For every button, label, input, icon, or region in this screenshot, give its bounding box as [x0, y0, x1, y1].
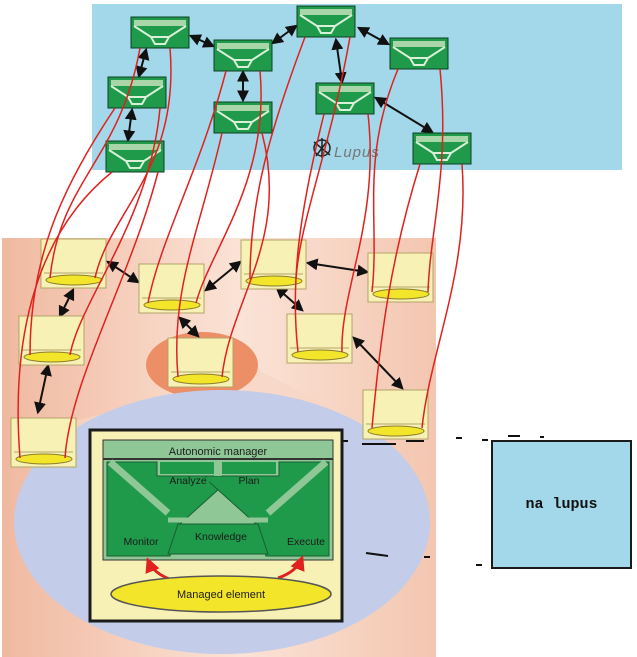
managed-element	[110, 575, 332, 613]
lupus-logo-icon	[313, 138, 331, 158]
plan-label: Plan	[238, 475, 259, 487]
bidirectional-arrow-icon	[58, 287, 75, 319]
autonomic-manager-title: Autonomic manager	[169, 446, 268, 458]
green-node	[107, 76, 167, 109]
green-node	[130, 16, 190, 49]
bidirectional-arrow-icon	[305, 258, 370, 277]
plan-block	[224, 478, 306, 520]
green-node	[315, 82, 375, 115]
logo-text: Lupus	[334, 144, 380, 161]
plan-section	[222, 462, 276, 474]
control-links	[17, 36, 464, 459]
green-node	[389, 37, 449, 70]
analyze-label: Analyze	[169, 475, 207, 487]
bidirectional-arrow-icon	[34, 363, 52, 415]
bidirectional-arrow-icon	[178, 316, 200, 338]
knowledge-label: Knowledge	[195, 531, 247, 543]
bidirectional-arrow-icon	[356, 26, 391, 46]
green-node	[213, 39, 273, 72]
bidirectional-arrow-icon	[106, 260, 140, 284]
execute-label: Execute	[287, 536, 325, 548]
bidirectional-arrow-icon	[188, 34, 216, 48]
bidirectional-arrow-icon	[275, 286, 304, 312]
analyze-block	[130, 478, 212, 520]
managed-element-label: Managed element	[177, 589, 265, 601]
bidirectional-arrow-icon	[331, 37, 347, 85]
managed-node	[138, 263, 205, 314]
bidirectional-arrow-icon	[271, 24, 298, 45]
analyze-section	[160, 462, 214, 474]
managed-node	[286, 313, 353, 364]
bidirectional-arrow-icon	[123, 107, 137, 143]
bidirectional-arrow-icon	[204, 260, 242, 292]
bidirectional-arrow-icon	[135, 47, 150, 79]
knowledge-section	[167, 523, 269, 555]
monitor-label: Monitor	[123, 536, 159, 548]
autonomic-element-detail: Autonomic manager Analyze Plan Monitor K…	[88, 428, 344, 623]
green-node	[296, 5, 356, 38]
side-box: na lupus	[491, 440, 632, 569]
managed-node	[10, 417, 77, 468]
managed-node	[167, 337, 234, 388]
managed-nodes	[10, 238, 434, 468]
execute-arrow	[277, 555, 305, 580]
managed-links	[34, 258, 404, 415]
managed-node	[40, 238, 107, 289]
green-node	[213, 101, 273, 134]
side-box-label: na lupus	[525, 496, 598, 513]
managed-node	[367, 252, 434, 303]
